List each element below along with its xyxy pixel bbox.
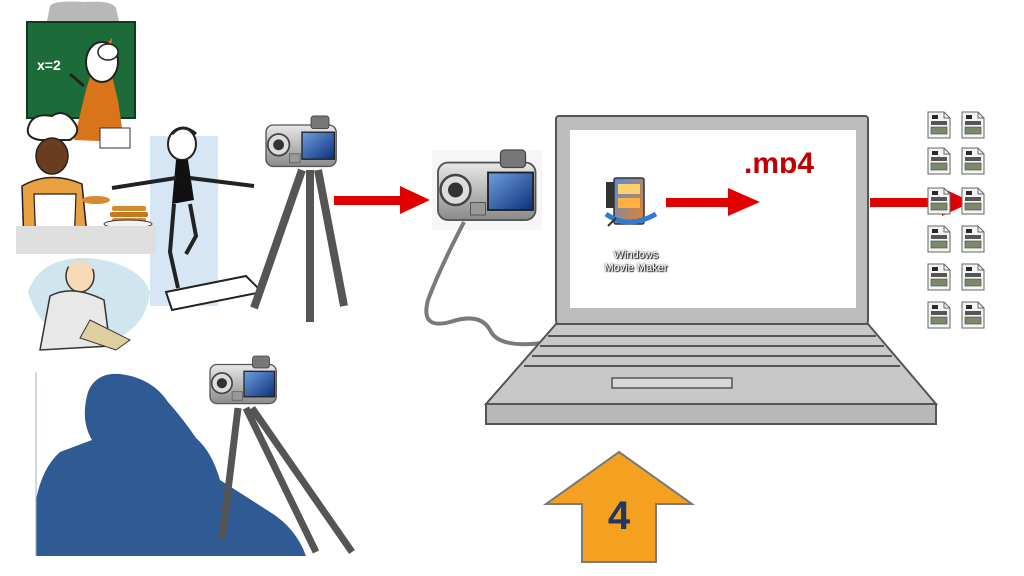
movie-maker-icon bbox=[604, 177, 658, 227]
red-arrow-to-camera bbox=[334, 186, 430, 214]
movie-maker-label: Windows Movie Maker bbox=[590, 249, 682, 275]
video-file-icon bbox=[927, 111, 951, 139]
elder-crafting-clipart bbox=[28, 257, 150, 351]
video-file-icon bbox=[927, 225, 951, 253]
orange-up-arrow bbox=[542, 450, 696, 563]
teacher-clipart bbox=[26, 1, 136, 149]
dancer-clipart bbox=[111, 126, 265, 312]
chef-clipart bbox=[16, 112, 156, 254]
video-file-icon bbox=[927, 187, 951, 215]
video-file-icon bbox=[927, 301, 951, 329]
video-file-icon bbox=[927, 263, 951, 291]
video-file-icon bbox=[961, 225, 985, 253]
camcorder-icon bbox=[265, 115, 338, 168]
camcorder-icon bbox=[209, 355, 278, 405]
central-camcorder bbox=[432, 148, 542, 230]
video-file-icon bbox=[927, 147, 951, 175]
video-file-icon bbox=[961, 301, 985, 329]
video-file-icon bbox=[961, 147, 985, 175]
blackboard-text: x=2 bbox=[37, 57, 61, 73]
usb-cable bbox=[424, 221, 561, 347]
camcorder-tripod-bottom bbox=[209, 355, 355, 554]
red-arrow-encode bbox=[666, 188, 760, 216]
movie-maker-label-line2: Movie Maker bbox=[604, 262, 668, 274]
movie-maker-label-line1: Windows bbox=[613, 249, 659, 261]
camcorder-tripod-top bbox=[250, 115, 348, 322]
thinking-silhouette bbox=[35, 372, 306, 556]
video-file-icon bbox=[961, 263, 985, 291]
step-number: 4 bbox=[607, 494, 631, 538]
output-format-label: .mp4 bbox=[744, 147, 815, 173]
video-file-icon bbox=[961, 111, 985, 139]
video-file-icon bbox=[961, 187, 985, 215]
video-file-grid bbox=[927, 111, 985, 329]
red-arrow-to-files bbox=[870, 188, 972, 216]
laptop bbox=[483, 115, 939, 425]
